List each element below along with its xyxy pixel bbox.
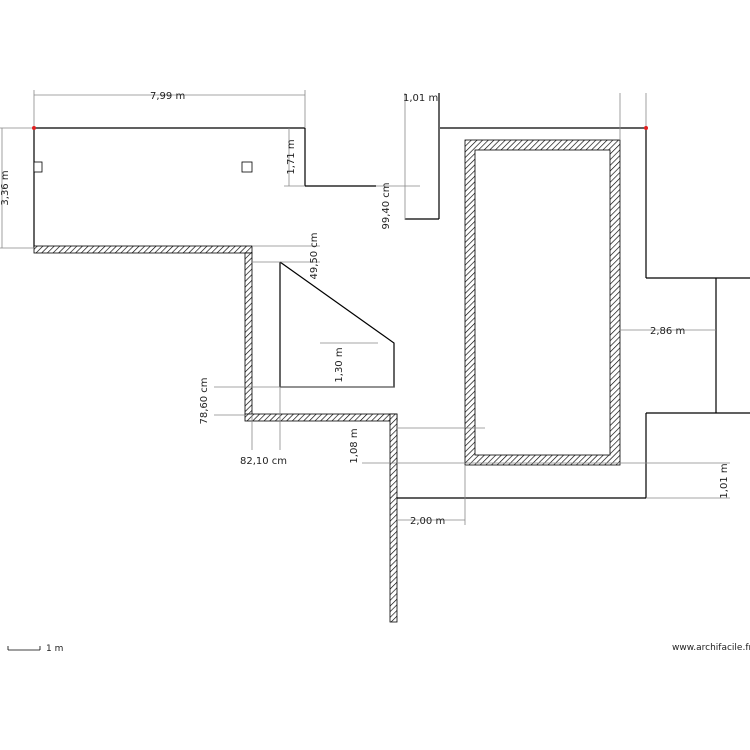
dim-corridor-width: 82,10 cm <box>240 456 287 467</box>
dim-step-depth: 99,40 cm <box>381 182 392 229</box>
right-rectangle <box>464 139 621 466</box>
corner-marker <box>32 126 36 130</box>
dim-step-height: 1,71 m <box>286 139 297 174</box>
dim-corridor-top: 49,50 cm <box>309 232 320 279</box>
dim-right-small: 1,01 m <box>719 463 730 498</box>
dim-lower-gap: 2,00 m <box>410 516 445 527</box>
upper-room-bottom-wall <box>33 245 253 254</box>
socket-icon <box>33 161 43 173</box>
scale-label: 1 m <box>46 644 63 654</box>
dimension-lines <box>0 90 730 525</box>
corridor-left-wall <box>244 252 253 416</box>
dim-diagonal-height: 1,30 m <box>334 347 345 382</box>
lower-vertical-wall <box>389 413 398 623</box>
corridor-bottom-wall <box>244 413 398 422</box>
far-right-structure <box>397 93 750 499</box>
upper-room <box>33 127 376 254</box>
dim-top-right-small: 1,01 m <box>403 93 438 104</box>
dim-right-gap: 2,86 m <box>650 326 685 337</box>
corridor-section <box>244 252 398 623</box>
brand-watermark: www.archifacile.fr <box>672 643 750 653</box>
corner-marker <box>644 126 648 130</box>
socket-icon <box>241 161 253 173</box>
top-notch <box>404 93 440 220</box>
dim-lower-height: 1,08 m <box>349 428 360 463</box>
dim-width-top: 7,99 m <box>150 91 185 102</box>
dim-left-height: 3,36 m <box>0 170 11 205</box>
scale-bar: 1 m <box>7 644 63 654</box>
dim-corridor-height: 78,60 cm <box>199 377 210 424</box>
